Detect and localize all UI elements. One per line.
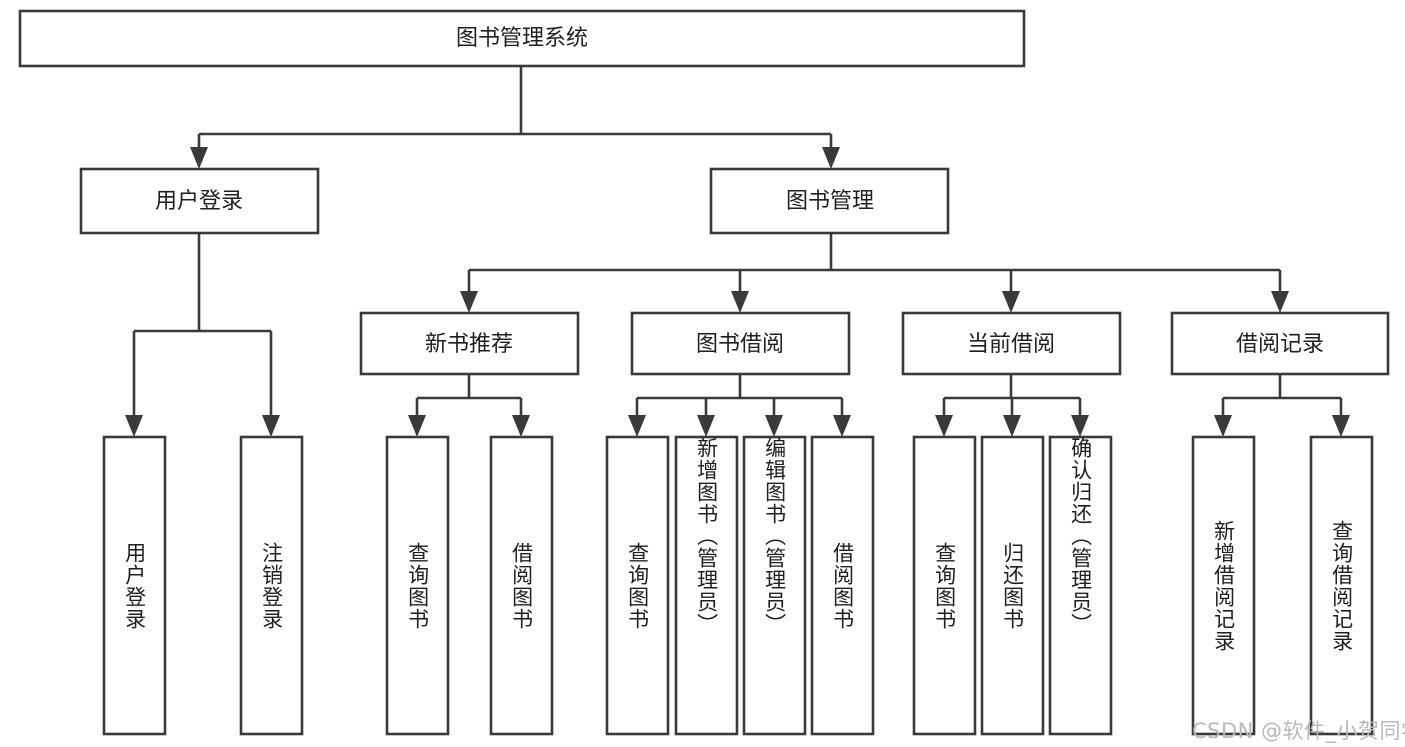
arrowhead-leaf-query-book-2 <box>628 415 646 437</box>
node-current-borrow[interactable] <box>901 311 1122 376</box>
arrowhead-leaf-add-book <box>697 415 715 437</box>
node-user-login[interactable] <box>79 167 320 235</box>
arrowhead-leaf-add-record <box>1214 415 1232 437</box>
node-borrow-record[interactable] <box>1170 311 1390 376</box>
arrowhead-leaf-logout <box>262 415 280 437</box>
label-borrow-record: 借阅记录 <box>1236 332 1324 357</box>
node-leaf-logout[interactable] <box>239 435 304 736</box>
arrowhead-book-manage <box>822 147 840 169</box>
arrowhead-borrowrecord <box>1271 291 1289 313</box>
label-book-manage: 图书管理 <box>786 189 874 214</box>
horizontal-label-group: 图书管理系统 用户登录 图书管理 新书推荐 图书借阅 当前借阅 借阅记录 <box>155 26 1324 357</box>
node-leaf-query-record[interactable] <box>1309 435 1374 736</box>
arrowhead-leaf-query-book-3 <box>935 415 953 437</box>
arrowhead-leaf-borrow-book-2 <box>833 415 851 437</box>
arrowhead-leaf-query-record <box>1332 415 1350 437</box>
node-leaf-confirm-return[interactable] <box>1048 435 1113 736</box>
arrowhead-bookborrow <box>731 291 749 313</box>
connector-group <box>125 66 1350 437</box>
label-new-book-rec: 新书推荐 <box>425 332 513 357</box>
arrowhead-leaf-user-login <box>125 415 143 437</box>
node-leaf-add-record[interactable] <box>1191 435 1256 736</box>
node-leaf-add-book[interactable] <box>674 435 739 736</box>
arrowhead-leaf-confirm-return <box>1071 415 1089 437</box>
node-leaf-query-book-2[interactable] <box>605 435 670 736</box>
node-new-book-rec[interactable] <box>359 311 580 376</box>
arrowhead-currentborrow <box>1002 291 1020 313</box>
node-leaf-borrow-book-1[interactable] <box>489 435 554 736</box>
node-book-manage[interactable] <box>709 167 950 235</box>
node-leaf-query-book-3[interactable] <box>912 435 977 736</box>
node-book-borrow[interactable] <box>630 311 851 376</box>
node-root[interactable] <box>18 9 1026 68</box>
label-current-borrow: 当前借阅 <box>967 332 1055 357</box>
label-user-login: 用户登录 <box>155 189 243 214</box>
csdn-watermark: CSDN @软件_小贺同学 <box>1192 719 1405 743</box>
arrowhead-user-login <box>190 147 208 169</box>
label-book-borrow: 图书借阅 <box>696 332 784 357</box>
arrowhead-newbook <box>460 291 478 313</box>
node-leaf-edit-book[interactable] <box>742 435 807 736</box>
node-leaf-borrow-book-2[interactable] <box>810 435 875 736</box>
arrowhead-leaf-query-book-1 <box>408 415 426 437</box>
node-leaf-return-book[interactable] <box>980 435 1045 736</box>
label-root: 图书管理系统 <box>456 26 588 51</box>
arrowhead-leaf-borrow-book-1 <box>512 415 530 437</box>
node-leaf-user-login[interactable] <box>102 435 167 736</box>
node-leaf-query-book-1[interactable] <box>385 435 450 736</box>
node-box-group <box>18 9 1390 736</box>
arrowhead-leaf-edit-book <box>765 415 783 437</box>
arrowhead-leaf-return-book <box>1003 415 1021 437</box>
